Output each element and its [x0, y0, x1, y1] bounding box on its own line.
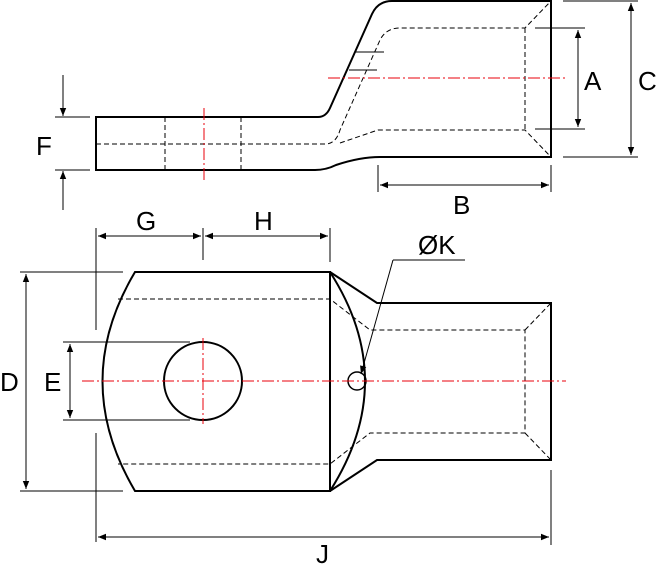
- top-view: [20, 228, 566, 545]
- dim-label-c: C: [638, 66, 657, 96]
- dim-label-e: E: [44, 367, 61, 397]
- dim-label-j: J: [316, 539, 329, 567]
- dim-label-f: F: [36, 131, 52, 161]
- dim-label-d: D: [0, 367, 19, 397]
- dim-label-k: ØK: [418, 230, 456, 260]
- dim-label-h: H: [254, 206, 273, 236]
- dim-label-a: A: [584, 66, 602, 96]
- dim-label-b: B: [453, 190, 470, 220]
- dim-label-g: G: [136, 206, 156, 236]
- side-view: [55, 0, 638, 210]
